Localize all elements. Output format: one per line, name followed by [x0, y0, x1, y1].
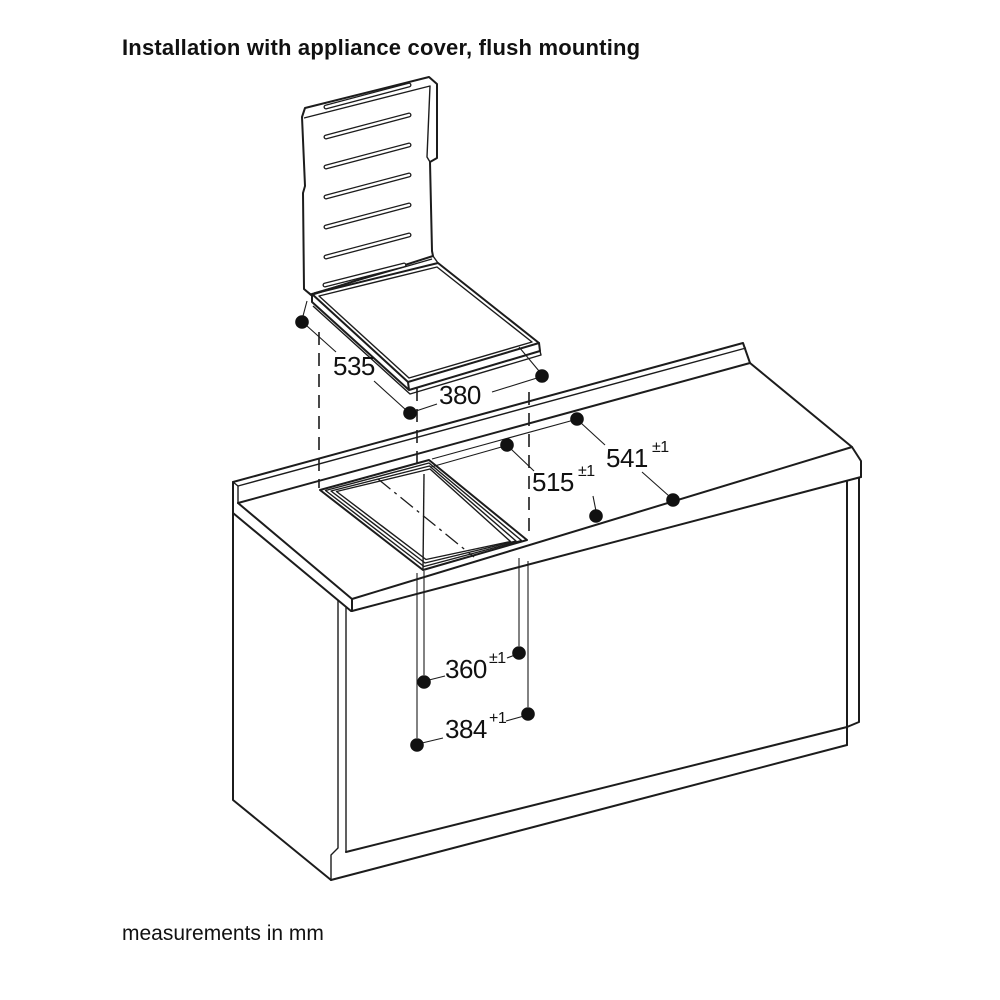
cutout-outer-edge — [319, 459, 528, 571]
dim-dot — [295, 315, 309, 329]
dim-384-tolerance: +1 — [489, 710, 507, 727]
dimension-535: 535 — [295, 300, 417, 420]
hinge-left — [304, 289, 313, 296]
lid-fold-line — [313, 258, 433, 294]
cabinet-left-panel-outer — [330, 600, 339, 880]
worktop-top-face-edges — [237, 362, 853, 600]
dim-dot — [410, 738, 424, 752]
worktop — [232, 342, 862, 612]
dimension-515: 515 ±1 — [500, 438, 603, 523]
cutout-inner-wall-edge — [422, 473, 425, 570]
dim-dot — [521, 707, 535, 721]
dimension-360: 360 ±1 — [417, 646, 526, 689]
dim-dot — [417, 675, 431, 689]
dim-360-label: 360 — [445, 654, 487, 684]
cooktop-lower-lip — [312, 305, 542, 395]
cooktop-side-faces — [311, 293, 541, 391]
cooktop-glass-inset — [318, 266, 533, 379]
dimension-380: 380 — [415, 346, 549, 412]
units-note: measurements in mm — [122, 922, 324, 945]
backsplash-front-bottom — [237, 362, 751, 504]
dim-360-tolerance: ±1 — [489, 650, 506, 667]
worktop-right-end — [851, 446, 862, 478]
backsplash-top-face — [232, 347, 747, 487]
cooktop-base — [304, 255, 542, 395]
appliance-cover-lid — [301, 76, 438, 296]
worktop-cutout — [319, 459, 528, 571]
cabinet-plinth-top — [345, 726, 848, 853]
cutout-step-3 — [335, 468, 512, 561]
cutout-step-1 — [324, 462, 523, 568]
dim-541-label: 541 — [606, 443, 648, 473]
cabinet-left-edge — [232, 481, 332, 881]
dim-dot — [403, 406, 417, 420]
dim-380-label: 380 — [439, 380, 481, 410]
lid-inner-frame — [303, 85, 431, 163]
cabinet — [232, 477, 860, 881]
lid-vent-slats — [322, 82, 412, 288]
backsplash-top-edge — [232, 342, 751, 483]
dim-515-label: 515 — [532, 467, 574, 497]
reference-line-541 — [431, 419, 575, 460]
dim-384-label: 384 — [445, 714, 487, 744]
dim-541-tolerance: ±1 — [652, 439, 669, 456]
cutout-centerline — [377, 478, 475, 558]
dim-535-label: 535 — [333, 351, 375, 381]
dimension-384: 384 +1 — [410, 707, 535, 752]
worktop-front-bottom-edge — [351, 476, 862, 612]
dim-dot — [500, 438, 514, 452]
cutout-step-2 — [330, 465, 517, 564]
dim-dot — [666, 493, 680, 507]
cabinet-plinth-bottom — [330, 744, 848, 881]
reference-line-515 — [430, 445, 506, 468]
dim-dot — [512, 646, 526, 660]
hinge-right — [432, 255, 439, 264]
dimension-541: 541 ±1 — [570, 412, 680, 507]
dim-dot — [589, 509, 603, 523]
cabinet-right-front-edge — [846, 477, 860, 728]
dim-dot — [570, 412, 584, 426]
projection-lines — [318, 332, 575, 738]
worktop-slab-left-bottom — [232, 512, 352, 612]
page-title: Installation with appliance cover, flush… — [122, 35, 640, 60]
dim-dot — [535, 369, 549, 383]
dim-515-tolerance: ±1 — [578, 463, 595, 480]
